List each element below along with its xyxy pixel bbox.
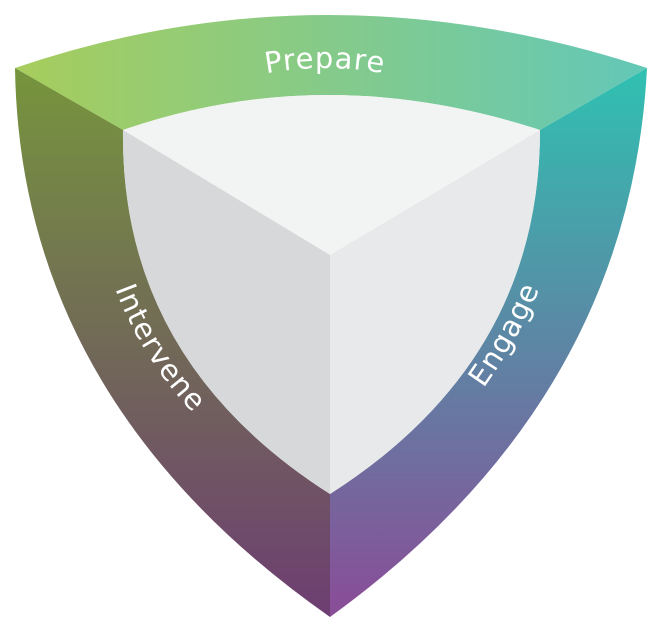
- cube-face-left: [122, 130, 330, 494]
- ring-segment-engage: [330, 68, 647, 617]
- cube-face-top: [123, 95, 540, 255]
- ring-segment-prepare: [15, 15, 647, 130]
- cube-face-right: [330, 130, 540, 494]
- label-prepare: Prepare: [262, 41, 388, 80]
- ring-segment-intervene: [15, 68, 330, 617]
